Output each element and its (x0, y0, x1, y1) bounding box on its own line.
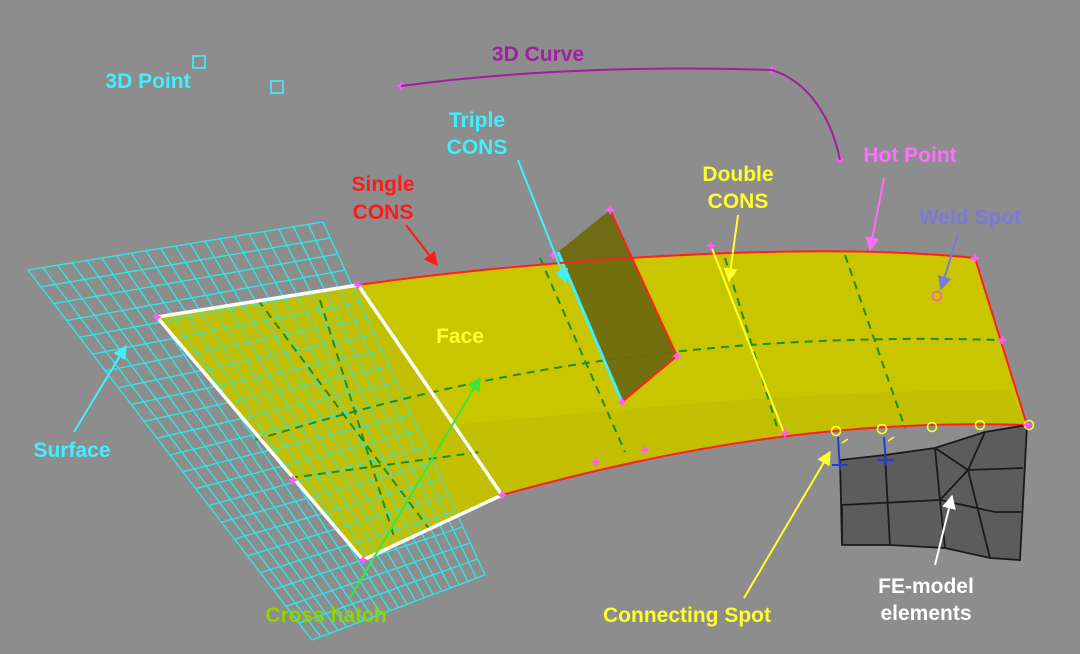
hot-point-marker (288, 475, 298, 485)
label-connecting-spot: Connecting Spot (603, 604, 771, 627)
label-surface: Surface (33, 439, 110, 462)
surface-grid-line (247, 494, 449, 557)
label-single-cons-line2: CONS (353, 201, 414, 224)
arrow-single-cons (405, 224, 438, 267)
hot-point-marker (617, 397, 627, 407)
surface-grid-line (27, 221, 324, 271)
point3d-marker-1 (192, 55, 206, 69)
hot-point-marker (970, 253, 980, 263)
label-3d-curve: 3D Curve (492, 43, 584, 66)
hot-point-marker (152, 312, 162, 322)
hot-point-marker (780, 428, 790, 438)
cross-hatch (254, 254, 1001, 541)
surface-grid-line (92, 301, 360, 355)
hot-point-marker (497, 490, 507, 500)
arrow-connecting-spot (743, 450, 831, 599)
hot-point-marker (591, 457, 601, 467)
surface-grid-line (53, 253, 338, 305)
hot-point-marker (548, 250, 558, 260)
hot-point-marker (672, 351, 682, 361)
surface-grid-line (260, 510, 456, 574)
weld-spot (931, 290, 943, 302)
triple-cons-edge (556, 251, 624, 403)
hot-point-marker (997, 335, 1007, 345)
surface-grid-line (131, 349, 383, 406)
face-left-quad (157, 285, 502, 560)
hot-point-marker (1022, 420, 1032, 430)
triple-cons-flap (558, 210, 677, 402)
surface-grid-line (182, 414, 412, 473)
double-cons-edge (710, 245, 785, 434)
arrow-fe-model (934, 494, 956, 566)
surface-grid-line (40, 237, 331, 288)
label-double-cons-line2: CONS (708, 190, 769, 213)
surface-grid-line (144, 365, 390, 422)
label-single-cons-line1: Single (351, 173, 414, 196)
single-cons-top-edge (357, 250, 976, 286)
arrow-surface (73, 344, 127, 433)
label-triple-cons-line2: CONS (447, 136, 508, 159)
surface-grid-line (195, 430, 419, 490)
surface-grid-line (118, 333, 375, 389)
arrow-cross-hatch (349, 376, 481, 599)
label-3d-point: 3D Point (105, 70, 190, 93)
surface-grid-line (105, 317, 368, 372)
label-fe-model-line1: FE-model (878, 575, 974, 598)
surface-grid-line (234, 478, 441, 540)
label-cross-hatch: Cross hatch (265, 604, 386, 627)
label-hot-point: Hot Point (863, 144, 956, 167)
arrow-double-cons (723, 214, 739, 283)
label-double-cons-line1: Double (702, 163, 773, 186)
surface-grid-line (298, 558, 478, 624)
hot-point-marker (605, 205, 615, 215)
point3d-marker-2 (270, 80, 284, 94)
surface-grid-line (311, 574, 486, 641)
hot-point-marker (353, 280, 363, 290)
single-cons-bottom-edge (501, 423, 1028, 496)
label-weld-spot: Weld Spot (919, 206, 1021, 229)
arrow-weld-spot (938, 233, 959, 291)
hot-point-marker (706, 241, 716, 251)
fe-model-elements (830, 419, 1035, 561)
hot-point-marker (358, 555, 368, 565)
surface-grid-line (66, 269, 346, 321)
surface-grid-line (156, 381, 397, 439)
hot-point-marker (640, 445, 650, 455)
surface-grid-line (208, 446, 427, 506)
surface-grid-line (286, 542, 471, 607)
label-face: Face (436, 325, 484, 348)
label-triple-cons-line1: Triple (449, 109, 505, 132)
label-fe-model-line2: elements (880, 602, 971, 625)
curve3d (400, 67, 841, 161)
arrow-hot-point (865, 177, 885, 252)
surface-grid-line (221, 462, 434, 523)
arrow-triple-cons (517, 159, 568, 284)
